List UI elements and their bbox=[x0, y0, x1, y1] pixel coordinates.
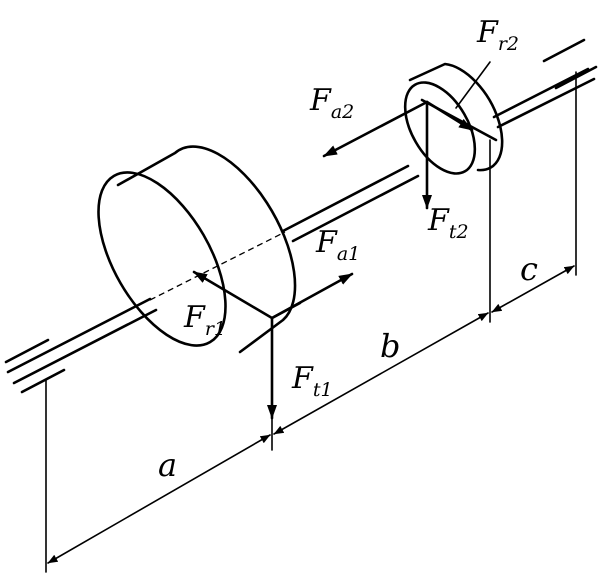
shaft-right-lower-edge bbox=[496, 77, 596, 129]
label-fa2: Fa2 bbox=[309, 83, 354, 123]
dim-line-b bbox=[273, 312, 489, 435]
dim-line-c bbox=[491, 265, 575, 313]
shaft-left-upper-edge bbox=[6, 297, 152, 374]
gear-1-front-face bbox=[97, 171, 227, 347]
gear-1-rim bbox=[116, 145, 297, 354]
shaft-middle-upper-edge bbox=[281, 164, 410, 233]
dim-line-a bbox=[47, 434, 271, 564]
label-ft2: Ft2 bbox=[427, 203, 469, 243]
shaft-middle-lower-edge bbox=[291, 174, 420, 243]
dim-label-a: a bbox=[158, 446, 177, 484]
label-fa1: Fa1 bbox=[315, 225, 360, 265]
label-ft1: Ft1 bbox=[291, 361, 333, 401]
shaft-right-upper-edge bbox=[492, 67, 590, 119]
label-fr1: Fr1 bbox=[183, 300, 226, 340]
shaft-left-lower-edge bbox=[12, 308, 158, 385]
fa2-arrow bbox=[322, 100, 429, 158]
fr2-leader-line bbox=[455, 61, 491, 109]
dim-label-c: c bbox=[520, 250, 538, 288]
dim-label-b: b bbox=[380, 327, 400, 365]
fr1-arrow bbox=[192, 270, 274, 320]
left-bearing-symbol bbox=[4, 338, 66, 394]
gear-2-rim bbox=[408, 62, 504, 172]
label-fr2: Fr2 bbox=[476, 15, 519, 55]
fa1-arrow bbox=[270, 272, 354, 320]
shaft bbox=[6, 67, 596, 385]
fr2-arrow bbox=[425, 100, 474, 132]
gear-2-front-face bbox=[403, 81, 477, 175]
